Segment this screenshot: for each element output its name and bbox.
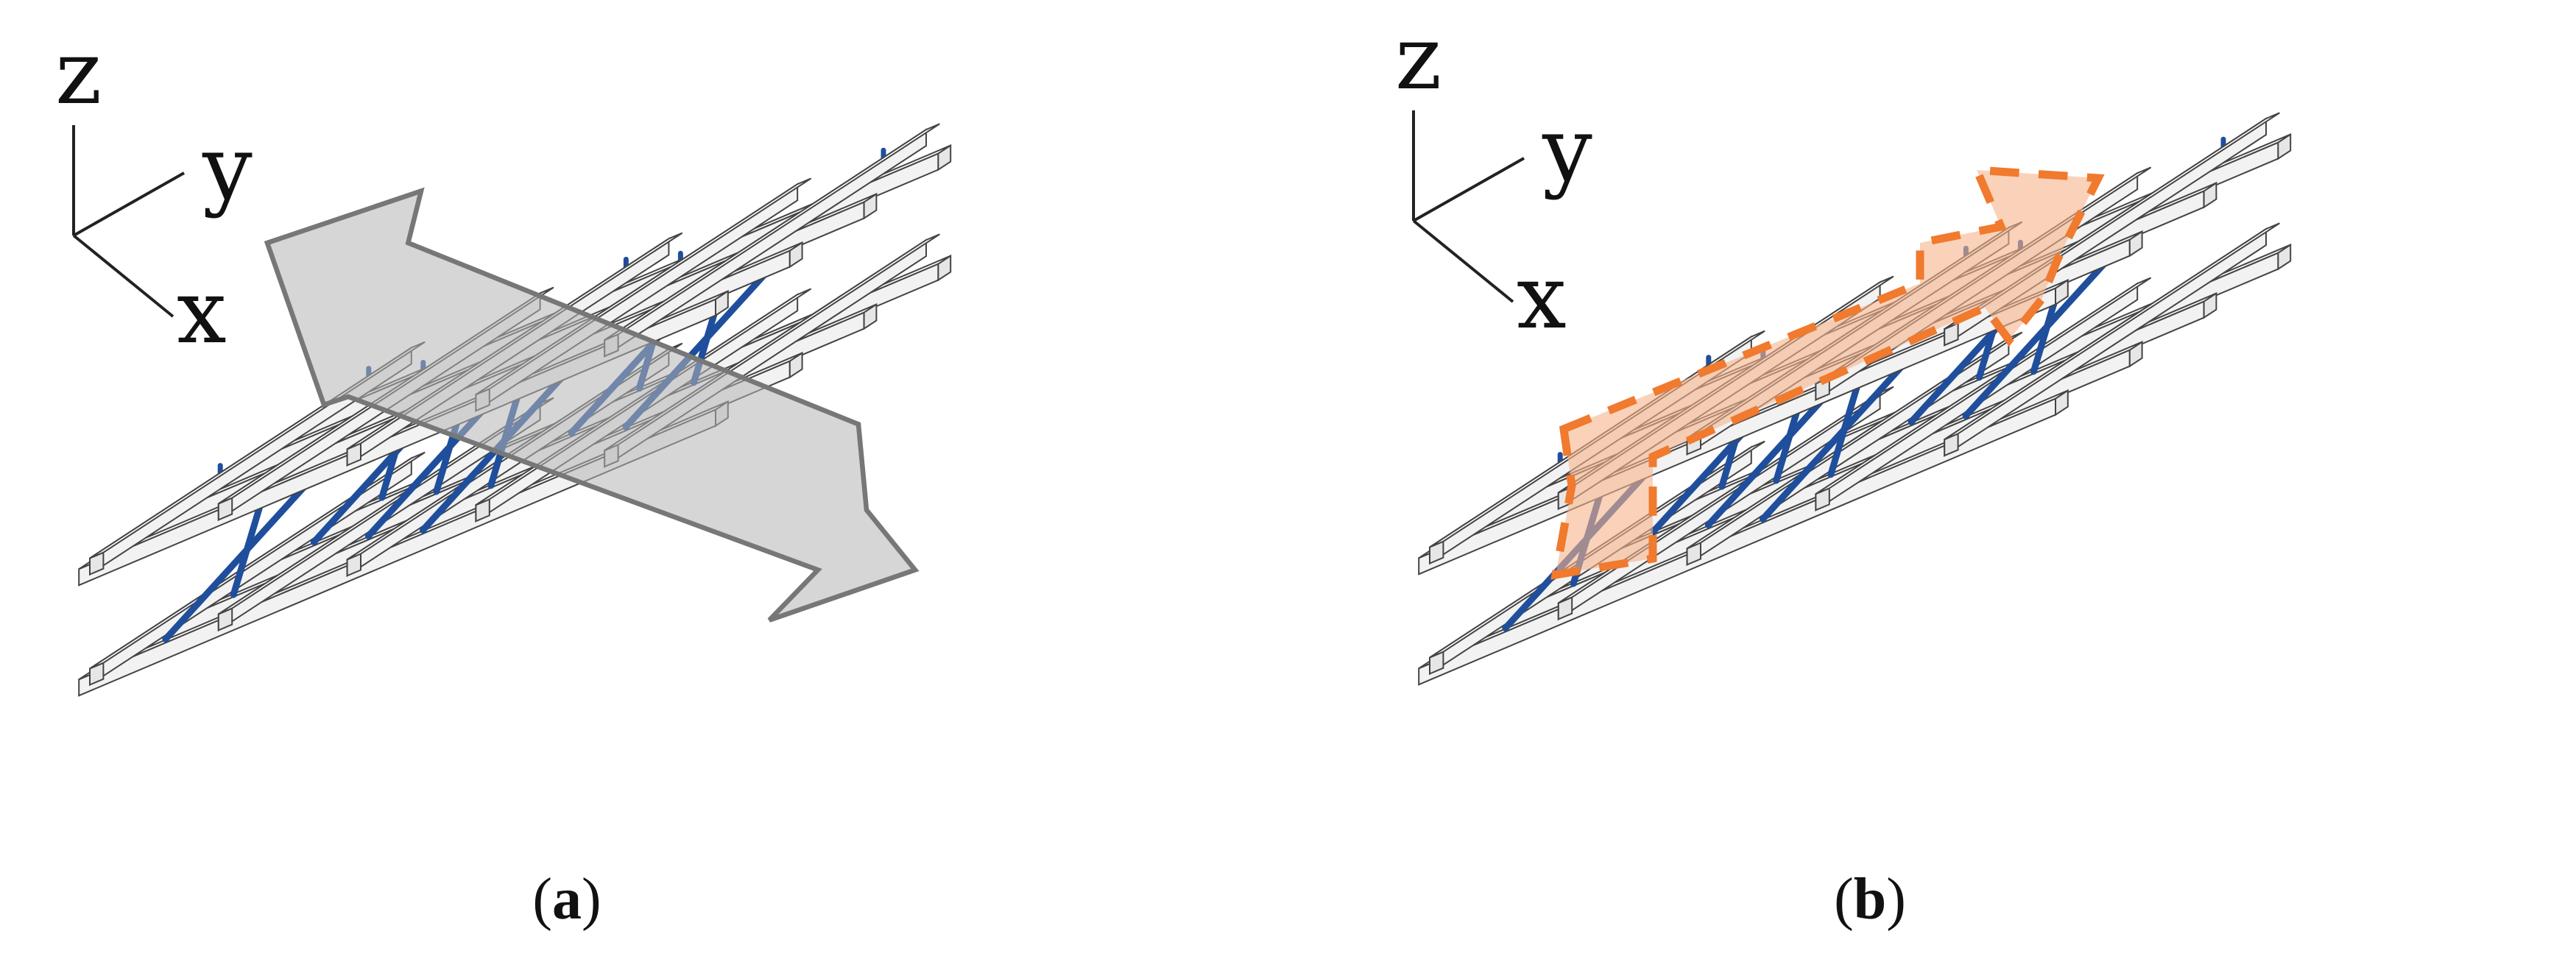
axis-label-z: z [1395, 7, 1442, 110]
bottom-bar-x-4 [1815, 277, 2152, 512]
bar-top-face [604, 123, 940, 341]
axis-x-line [72, 234, 174, 318]
axis-y-line [1413, 157, 1525, 222]
axis-y-line [73, 171, 185, 237]
bar-top-face [1944, 222, 2280, 441]
panel-b: z y x (b) [1288, 0, 2576, 956]
axis-label-y: y [202, 118, 253, 220]
rebar-mesh-diagram-b [1412, 110, 2292, 686]
caption-a: (a) [532, 867, 601, 932]
bottom-bar-x-1 [89, 451, 426, 687]
caption-b: (b) [1834, 867, 1906, 932]
panel-a: z y x (a) [55, 22, 952, 932]
bar-top-face [1687, 331, 2023, 550]
bar-top-face [1815, 277, 2152, 495]
axis-label-y: y [1542, 99, 1592, 202]
axis-label-z: z [55, 22, 102, 124]
rebar-mesh-diagram-a [72, 123, 952, 697]
bottom-bar-x-5 [1944, 222, 2280, 457]
load-direction-arrow [264, 187, 920, 623]
bar-top-face [89, 451, 426, 670]
coordinate-axes [1412, 110, 1525, 303]
bottom-bar-x-2 [217, 397, 554, 632]
axis-label-x: x [177, 261, 227, 364]
coordinate-axes [72, 125, 185, 318]
load-direction-arrow [1550, 165, 2105, 580]
axis-label-x: x [1517, 247, 1567, 349]
axis-x-line [1412, 219, 1514, 303]
bottom-bar-x-3 [1686, 331, 2023, 567]
